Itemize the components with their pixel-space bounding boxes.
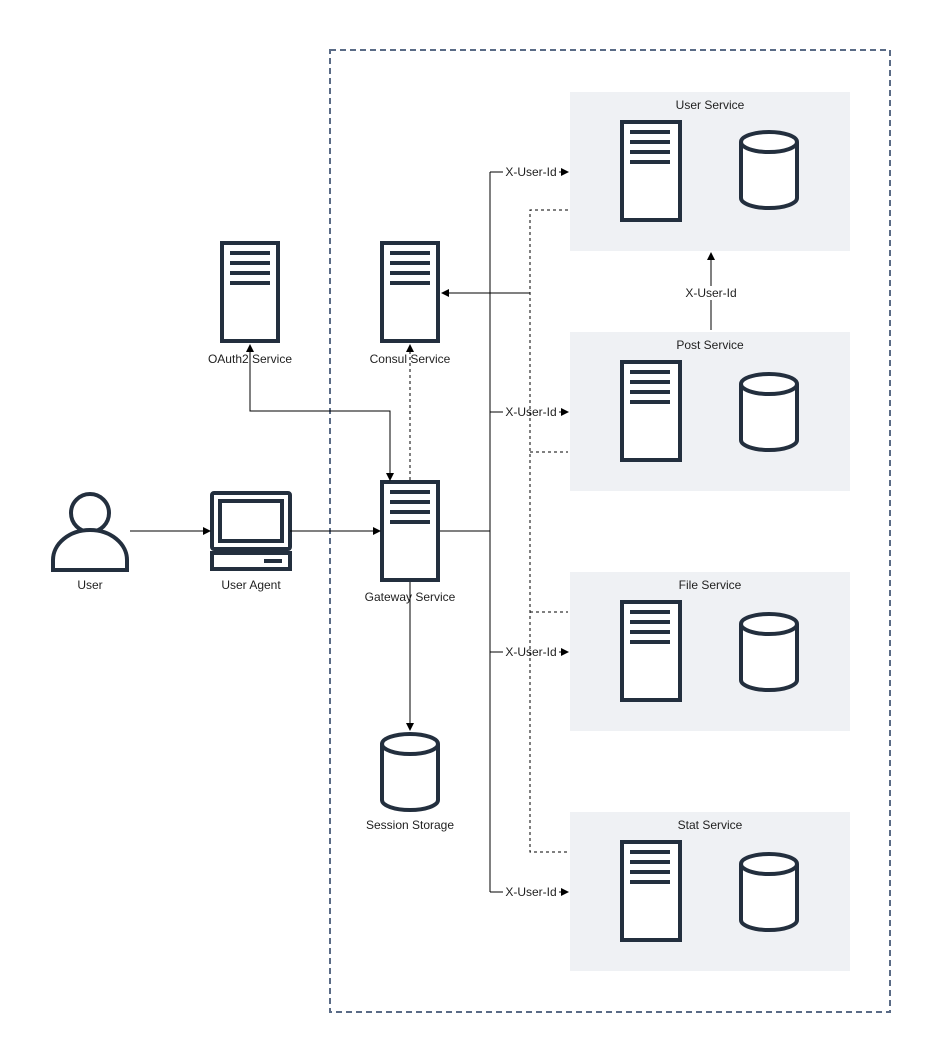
server-icon [620, 600, 682, 702]
server-icon [620, 840, 682, 942]
user-agent-node[interactable]: User Agent [210, 491, 292, 592]
database-icon [380, 732, 440, 812]
database-icon [739, 130, 799, 210]
server-icon [620, 120, 682, 222]
consul-node[interactable]: Consul Service [370, 241, 451, 366]
service-title: Stat Service [678, 818, 743, 832]
gateway-node[interactable]: Gateway Service [365, 480, 456, 604]
oauth2-node[interactable]: OAuth2 Service [208, 241, 292, 366]
user-icon [51, 492, 129, 572]
server-icon [620, 360, 682, 462]
svg-text:X-User-Id: X-User-Id [505, 885, 556, 899]
edge-label-stat: X-User-Id [503, 885, 559, 899]
user-agent-label: User Agent [221, 578, 281, 592]
service-panel-post[interactable]: Post Service [570, 332, 850, 491]
edge-label-file: X-User-Id [503, 645, 559, 659]
edge-registry-trunk [529, 209, 568, 853]
server-icon [380, 241, 440, 343]
edge-label-user: X-User-Id [503, 165, 559, 179]
database-icon [739, 372, 799, 452]
svg-text:X-User-Id: X-User-Id [505, 165, 556, 179]
service-title: User Service [676, 98, 745, 112]
edge-label-post-user: X-User-Id [682, 286, 740, 300]
service-title: File Service [679, 578, 742, 592]
user-node[interactable]: User [51, 492, 129, 592]
service-title: Post Service [676, 338, 744, 352]
user-label: User [77, 578, 102, 592]
computer-icon [210, 491, 292, 571]
session-storage-node[interactable]: Session Storage [366, 732, 454, 832]
database-icon [739, 612, 799, 692]
svg-text:X-User-Id: X-User-Id [505, 645, 556, 659]
svg-text:X-User-Id: X-User-Id [505, 405, 556, 419]
service-panel-stat[interactable]: Stat Service [570, 812, 850, 971]
service-panel-file[interactable]: File Service [570, 572, 850, 731]
svg-text:X-User-Id: X-User-Id [685, 286, 736, 300]
database-icon [739, 852, 799, 932]
session-storage-label: Session Storage [366, 818, 454, 832]
server-icon [220, 241, 280, 343]
edge-label-post: X-User-Id [503, 405, 559, 419]
service-panel-user[interactable]: User Service [570, 92, 850, 251]
server-icon [380, 480, 440, 582]
